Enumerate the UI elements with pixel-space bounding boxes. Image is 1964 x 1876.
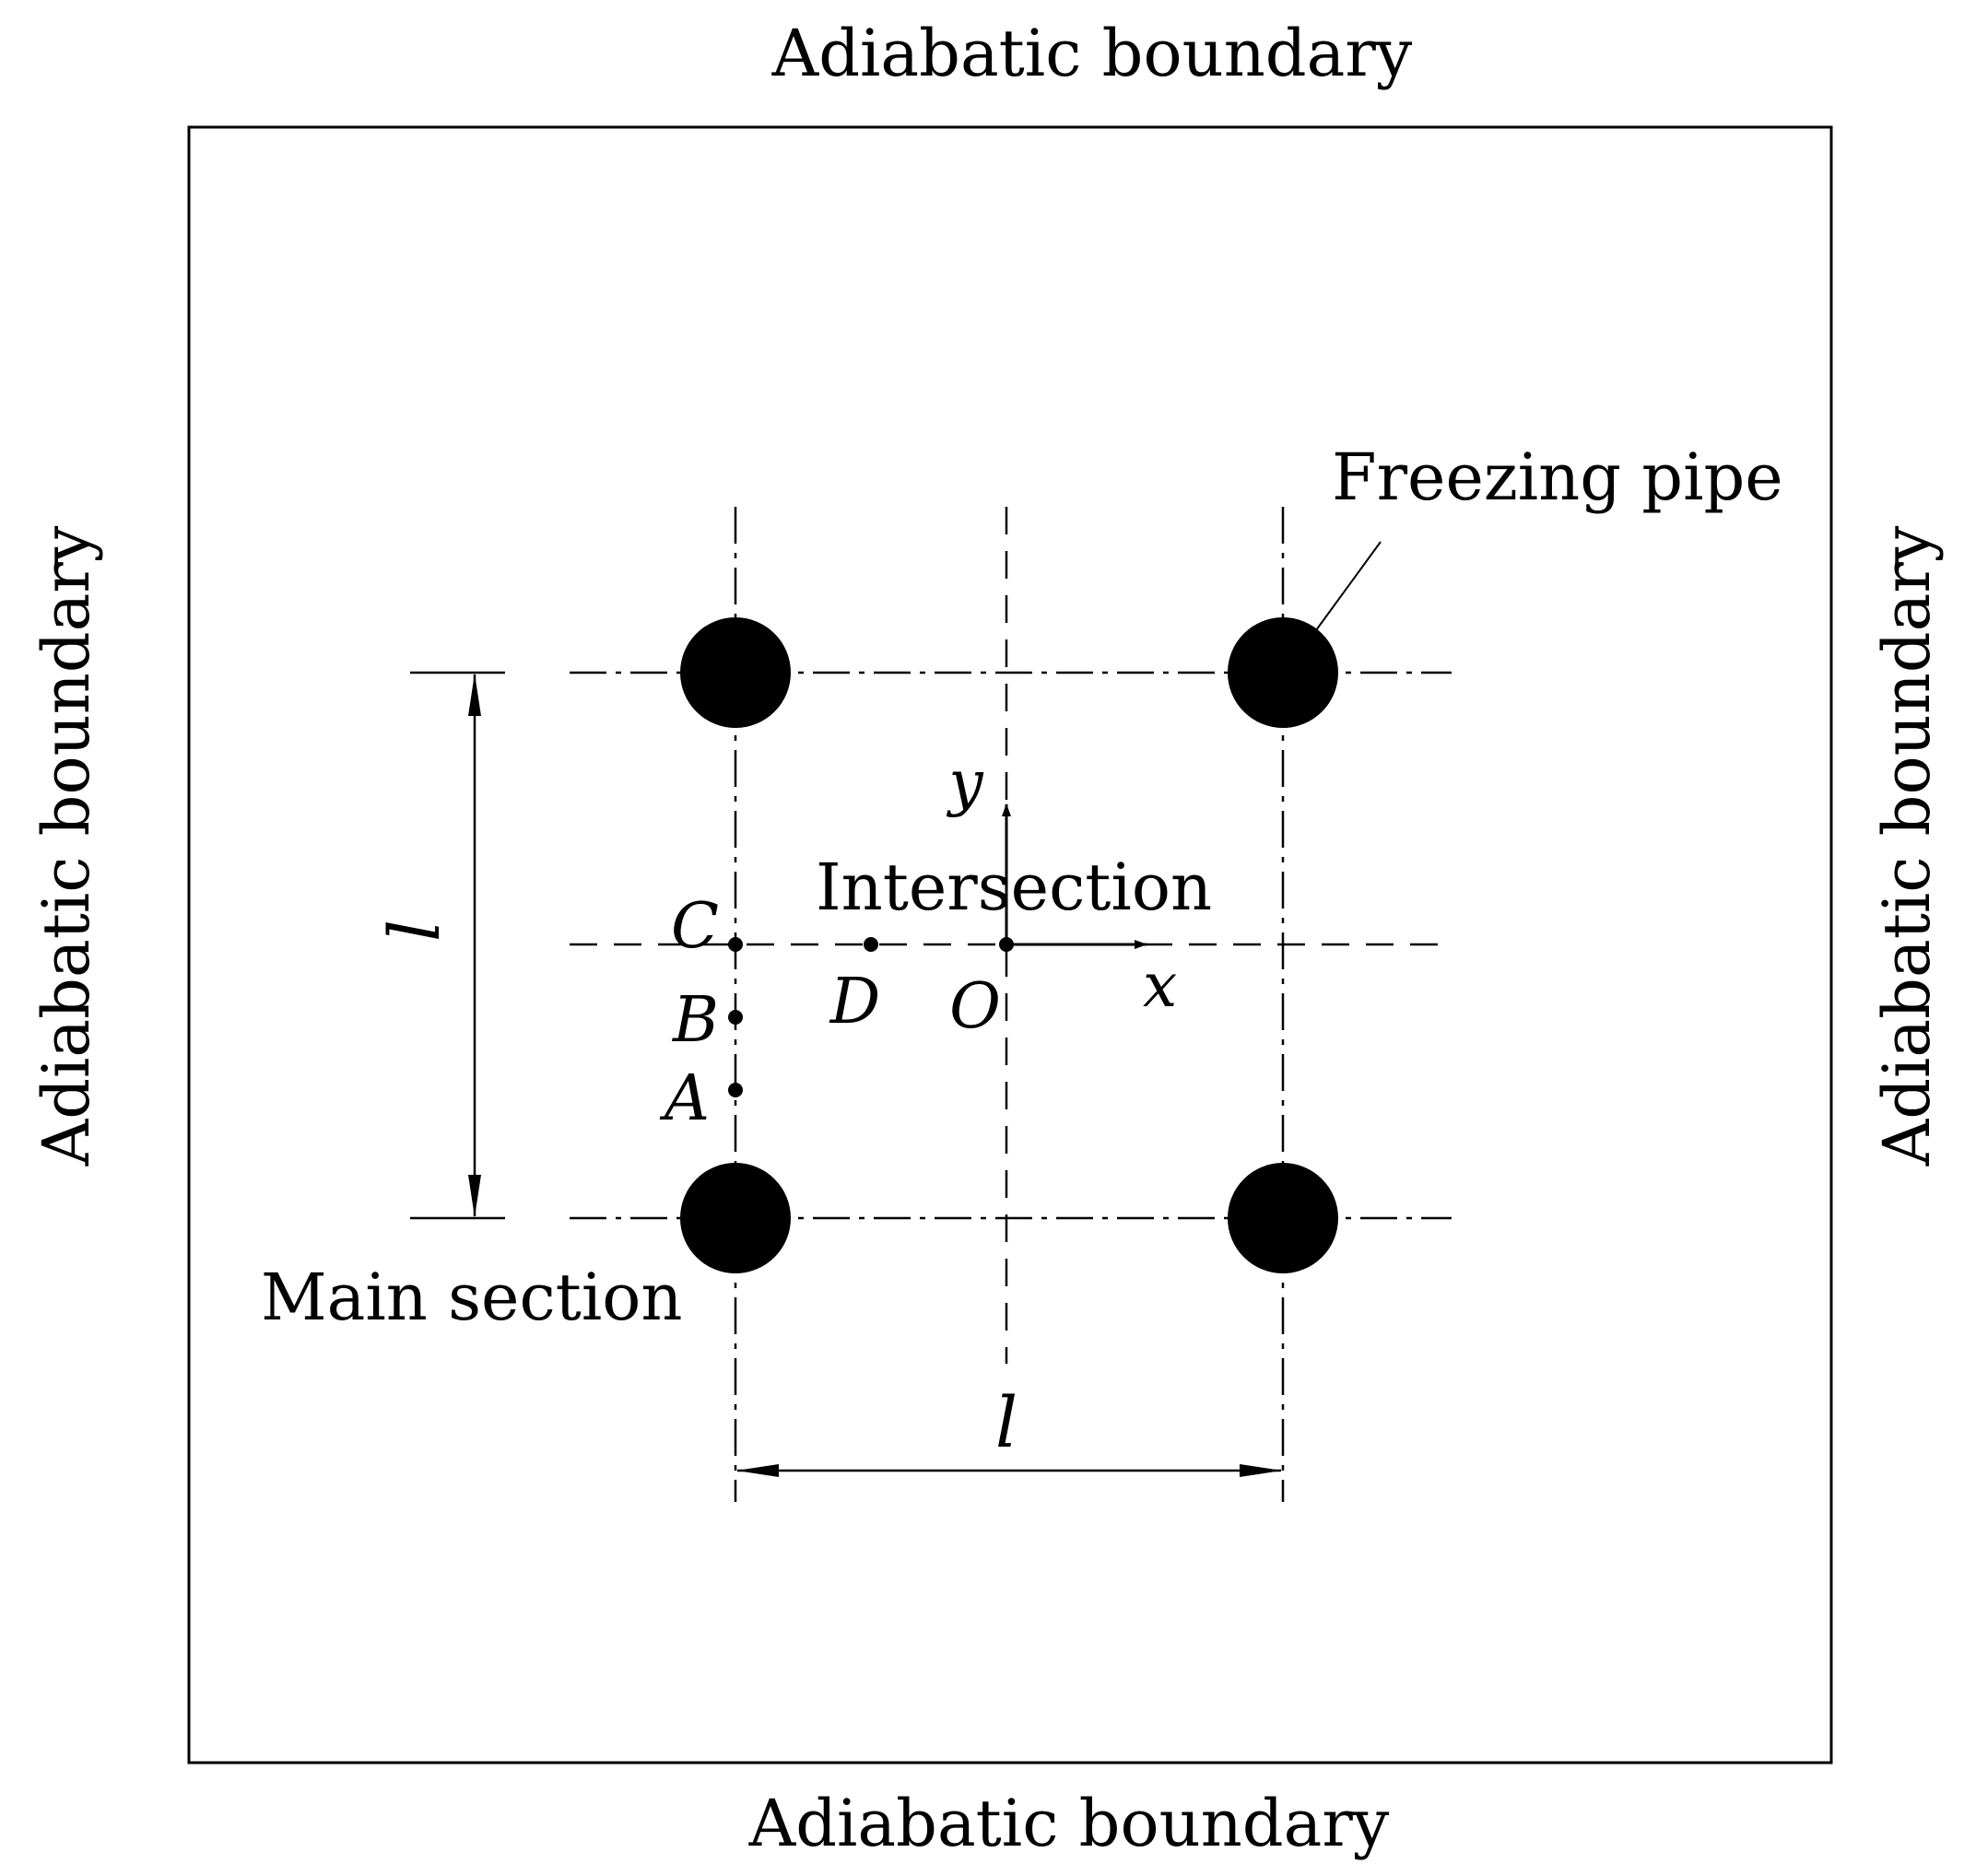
intersection-label: Intersection <box>816 850 1212 925</box>
measurement-points <box>728 937 1014 1097</box>
point-c-label: C <box>671 890 719 963</box>
x-axis-label: x <box>1143 950 1177 1021</box>
point-d-marker <box>864 937 878 952</box>
freezing-pipe-top-right <box>1228 617 1338 728</box>
freezing-pipe-bottom-right <box>1228 1163 1338 1273</box>
bottom-boundary-label: Adiabatic boundary <box>748 1786 1390 1861</box>
point-b-marker <box>728 1010 743 1025</box>
left-boundary-label: Adiabatic boundary <box>29 525 104 1167</box>
point-d-label: D <box>829 966 881 1038</box>
y-axis-label: y <box>946 747 983 818</box>
point-a-marker <box>728 1083 743 1097</box>
freezing-pipes <box>680 617 1338 1273</box>
point-o-label: O <box>949 970 1001 1043</box>
main-section-label: Main section <box>261 1260 682 1335</box>
freezing-pipe-bottom-left <box>680 1163 791 1273</box>
top-boundary-label: Adiabatic boundary <box>771 16 1413 91</box>
freezing-pipe-top-left <box>680 617 791 728</box>
point-a-label: A <box>659 1062 710 1135</box>
vertical-dimension-label: l <box>373 920 455 942</box>
right-boundary-label: Adiabatic boundary <box>1869 525 1945 1167</box>
freezing-pipe-label: Freezing pipe <box>1332 440 1783 515</box>
horizontal-dimension-label: l <box>995 1381 1017 1463</box>
freezing-pipe-leader-line <box>1315 541 1382 631</box>
intersection-lines <box>570 507 1452 1364</box>
domain-boundary <box>187 125 1833 1765</box>
dimension-extension-lines <box>410 671 505 1220</box>
point-c-marker <box>728 937 743 952</box>
point-o-marker <box>999 937 1014 952</box>
point-b-label: B <box>671 984 719 1057</box>
